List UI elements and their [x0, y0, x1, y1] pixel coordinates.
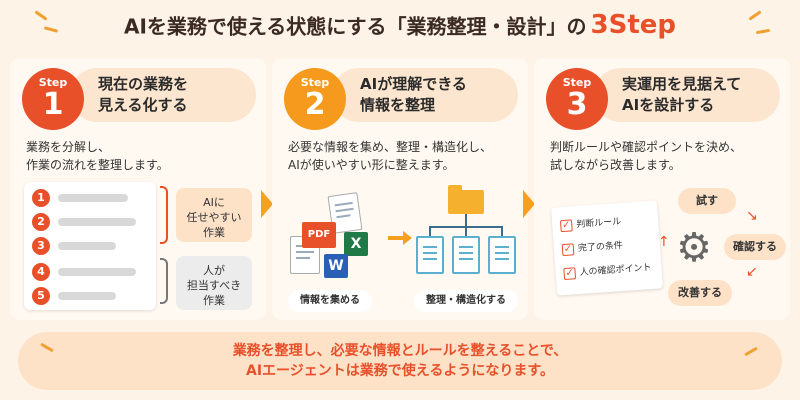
cycle-check: 確認する: [724, 234, 786, 260]
checklist-text: 判断ルール: [575, 216, 622, 231]
step-1-badge: Step 1: [22, 68, 84, 130]
step-number: 1: [42, 87, 64, 122]
folder-icon: [448, 185, 484, 214]
number-dot: 4: [32, 263, 50, 281]
collect-info-label: 情報を集める: [288, 290, 372, 312]
list-item: 2: [32, 212, 152, 232]
checklist-item: ✓判断ルール: [559, 215, 622, 235]
desc-line: 試しながら改善します。: [550, 158, 681, 172]
list-item: 3: [32, 236, 152, 256]
desc-line: AIが使いやすい形に整えます。: [288, 158, 455, 172]
arrow-right-icon: [388, 231, 412, 245]
step-3-badge: Step 3: [546, 68, 608, 130]
step-2-panel: AIが理解できる 情報を整理 Step 2 必要な情報を集め、整理・構造化し、 …: [272, 58, 528, 320]
tag-line: 担当すべき: [186, 279, 242, 292]
checklist-text: 完了の条件: [577, 240, 624, 255]
text-bar: [58, 292, 116, 300]
desc-line: 作業の流れを整理します。: [26, 158, 169, 172]
list-item: 1: [32, 188, 152, 208]
gear-icon: ⚙: [676, 225, 712, 271]
summary-line: 業務を整理し、必要な情報とルールを整えることで、: [232, 343, 568, 359]
summary-banner: 業務を整理し、必要な情報とルールを整えることで、 AIエージェントは業務で使える…: [18, 332, 782, 390]
tag-line: AIに: [203, 196, 225, 209]
checklist-card: ✓判断ルール ✓完了の条件 ✓人の確認ポイント: [551, 200, 663, 296]
cycle-try: 試す: [678, 188, 736, 214]
tree-line: [465, 214, 467, 226]
tree-line: [429, 226, 431, 236]
heading-line: 現在の業務を: [98, 75, 189, 93]
heading-line: AIを設計する: [622, 96, 715, 114]
step-1-description: 業務を分解し、 作業の流れを整理します。: [26, 138, 256, 174]
tree-line: [501, 226, 503, 236]
number-dot: 5: [32, 287, 50, 305]
word-icon: W: [324, 254, 348, 278]
human-task-tag: 人が 担当すべき 作業: [176, 256, 252, 310]
tag-line: 人が: [203, 264, 225, 277]
list-item: 5: [32, 286, 152, 306]
step-label: Step: [300, 76, 330, 89]
heading-line: 情報を整理: [360, 96, 436, 114]
task-list-card: 1 2 3 4 5: [24, 182, 156, 310]
structure-label: 整理・構造化する: [414, 290, 518, 312]
step-3-panel: 実運用を見据えて AIを設計する Step 3 判断ルールや確認ポイントを決め、…: [534, 58, 790, 320]
title-main: AIを業務で使える状態にする「業務整理・設計」の: [123, 14, 587, 39]
ai-task-tag: AIに 任せやすい 作業: [176, 188, 252, 242]
cycle-arrow-icon: ↙: [746, 264, 758, 280]
checklist-text: 人の確認ポイント: [579, 262, 652, 278]
checkbox-icon: ✓: [563, 266, 577, 280]
tag-line: 任せやすい: [186, 211, 242, 224]
step-label: Step: [562, 76, 592, 89]
text-bar: [58, 218, 136, 226]
cycle-arrow-icon: ↑: [658, 234, 670, 250]
desc-line: 必要な情報を集め、整理・構造化し、: [288, 140, 493, 154]
step-number: 2: [304, 87, 326, 122]
text-bar: [58, 268, 136, 276]
number-dot: 2: [32, 213, 50, 231]
human-bracket: [160, 258, 168, 304]
desc-line: 判断ルールや確認ポイントを決め、: [550, 140, 743, 154]
structured-document-icon: [452, 236, 480, 274]
step-number: 3: [566, 87, 588, 122]
summary-line: AIエージェントは業務で使えるようになります。: [246, 363, 554, 379]
step-label: Step: [38, 76, 68, 89]
step-1-panel: 現在の業務を 見える化する Step 1 業務を分解し、 作業の流れを整理します…: [10, 58, 266, 320]
step-2-badge: Step 2: [284, 68, 346, 130]
checklist-item: ✓人の確認ポイント: [563, 261, 652, 283]
checklist-item: ✓完了の条件: [561, 239, 624, 259]
step-3-description: 判断ルールや確認ポイントを決め、 試しながら改善します。: [550, 138, 780, 174]
checkbox-icon: ✓: [561, 242, 575, 256]
text-bar: [58, 242, 116, 250]
heading-line: 実運用を見据えて: [622, 75, 742, 93]
pdf-icon: PDF: [302, 222, 336, 248]
desc-line: 業務を分解し、: [26, 140, 111, 154]
number-dot: 1: [32, 189, 50, 207]
step-1-heading: 現在の業務を 見える化する: [70, 68, 256, 122]
step-2-heading: AIが理解できる 情報を整理: [332, 68, 518, 122]
heading-line: AIが理解できる: [360, 75, 467, 93]
ai-bracket: [160, 186, 168, 244]
arrow-right-icon: [523, 190, 535, 218]
structured-document-icon: [416, 236, 444, 274]
list-item: 4: [32, 262, 152, 282]
heading-line: 見える化する: [98, 96, 188, 114]
cycle-arrow-icon: ↘: [746, 208, 758, 224]
step-2-description: 必要な情報を集め、整理・構造化し、 AIが使いやすい形に整えます。: [288, 138, 518, 174]
number-dot: 3: [32, 237, 50, 255]
text-bar: [58, 194, 128, 202]
cycle-improve: 改善する: [668, 280, 732, 306]
checkbox-icon: ✓: [559, 218, 573, 232]
tree-line: [465, 226, 467, 236]
excel-icon: X: [344, 232, 368, 256]
structured-document-icon: [488, 236, 516, 274]
tag-line: 作業: [203, 294, 225, 307]
title-accent: 3Step: [590, 10, 677, 40]
step-3-heading: 実運用を見据えて AIを設計する: [594, 68, 780, 122]
tag-line: 作業: [203, 226, 225, 239]
arrow-right-icon: [261, 190, 273, 218]
